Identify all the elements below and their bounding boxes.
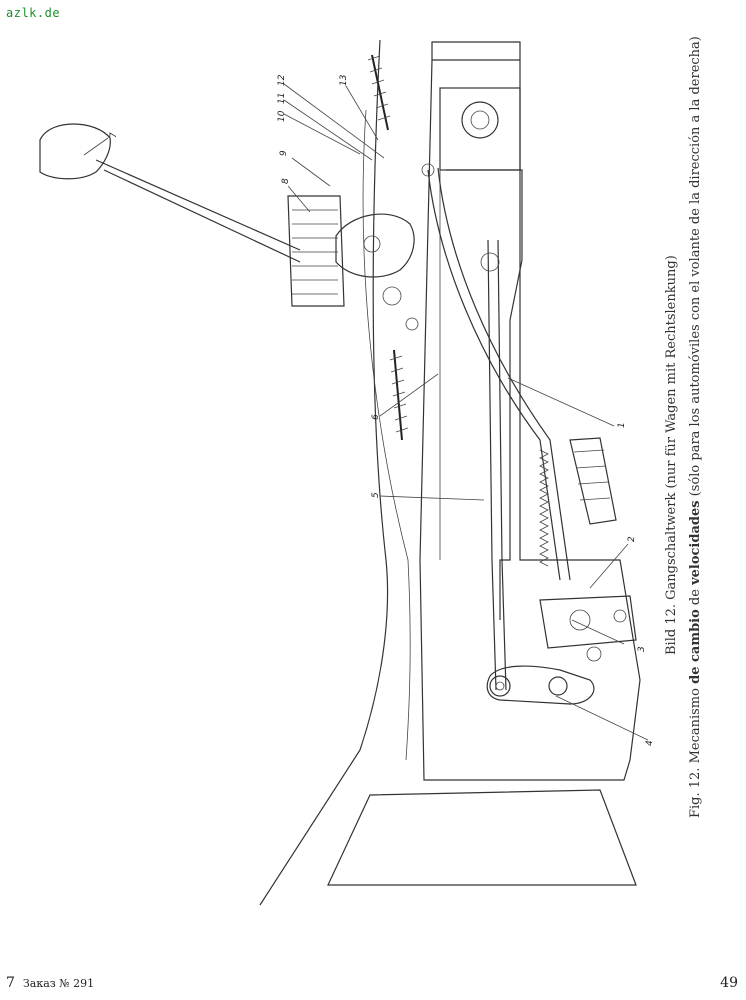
lower-linkage-pivot (489, 675, 511, 697)
callout-4: 4 (645, 740, 655, 746)
callout-13: 13 (339, 74, 349, 86)
return-spring (539, 449, 549, 567)
caption-spanish-bold2: velocidades (688, 500, 703, 585)
transmission-housing (446, 169, 523, 620)
caption-spanish-mid: de (688, 584, 703, 610)
callout-2: 2 (627, 536, 637, 542)
svg-text:2: 2 (627, 536, 637, 542)
body-lower-trapezoid (327, 789, 637, 886)
caption-spanish-prefix: Fig. 12. Mecanismo (688, 683, 703, 818)
svg-text:11: 11 (277, 93, 287, 104)
callout-1: 1 (617, 422, 627, 428)
svg-text:8: 8 (281, 178, 291, 184)
caption-german: Bild 12. Gangschaltwerk (nur für Wagen m… (664, 255, 679, 655)
svg-text:5: 5 (371, 492, 381, 498)
caption-spanish-bold1: de cambio (688, 609, 703, 684)
footer-print-info: 7 Заказ № 291 (6, 975, 94, 991)
leader-lines (83, 83, 649, 741)
shift-rod-6 (427, 167, 571, 581)
gear-lever-shaft (95, 159, 301, 263)
callout-9: 9 (279, 150, 289, 156)
svg-text:6: 6 (371, 414, 381, 420)
gear-lever-knob (39, 123, 111, 180)
callout-5: 5 (371, 492, 381, 498)
svg-text:1: 1 (617, 422, 627, 428)
print-order: Заказ № 291 (22, 977, 95, 990)
shift-rod-5 (487, 239, 507, 691)
svg-text:13: 13 (339, 74, 349, 86)
tunnel-diagonal-line (259, 39, 389, 906)
tunnel-left-contour (362, 109, 411, 761)
rear-support-bracket (569, 437, 617, 525)
signature-mark: 7 (6, 975, 15, 991)
callout-7: 7 (109, 132, 119, 138)
svg-text:7: 7 (109, 132, 119, 138)
callout-6: 6 (371, 414, 381, 420)
watermark: azlk.de (6, 6, 61, 20)
pivot-housing (335, 213, 415, 278)
floor-panel-outline (419, 41, 641, 781)
callout-11: 11 (277, 93, 287, 104)
svg-text:4: 4 (645, 740, 655, 746)
svg-text:3: 3 (637, 646, 647, 652)
gear-lever-boot (287, 195, 345, 307)
svg-text:9: 9 (279, 150, 289, 156)
lower-linkage-lever (486, 665, 595, 705)
callout-3: 3 (637, 646, 647, 652)
svg-text:12: 12 (277, 74, 287, 86)
caption-spanish-suffix: (sólo para los automóviles con el volant… (688, 36, 703, 501)
caption-spanish: Fig. 12. Mecanismo de cambio de velocida… (688, 36, 703, 818)
callout-12: 12 (277, 74, 287, 86)
callout-8: 8 (281, 178, 291, 184)
page-number: 49 (720, 975, 738, 991)
universal-joint (461, 101, 499, 139)
callout-10: 10 (277, 110, 287, 122)
selector-housing (539, 595, 637, 649)
seal-strip-lower (393, 349, 403, 441)
svg-text:10: 10 (277, 110, 287, 122)
